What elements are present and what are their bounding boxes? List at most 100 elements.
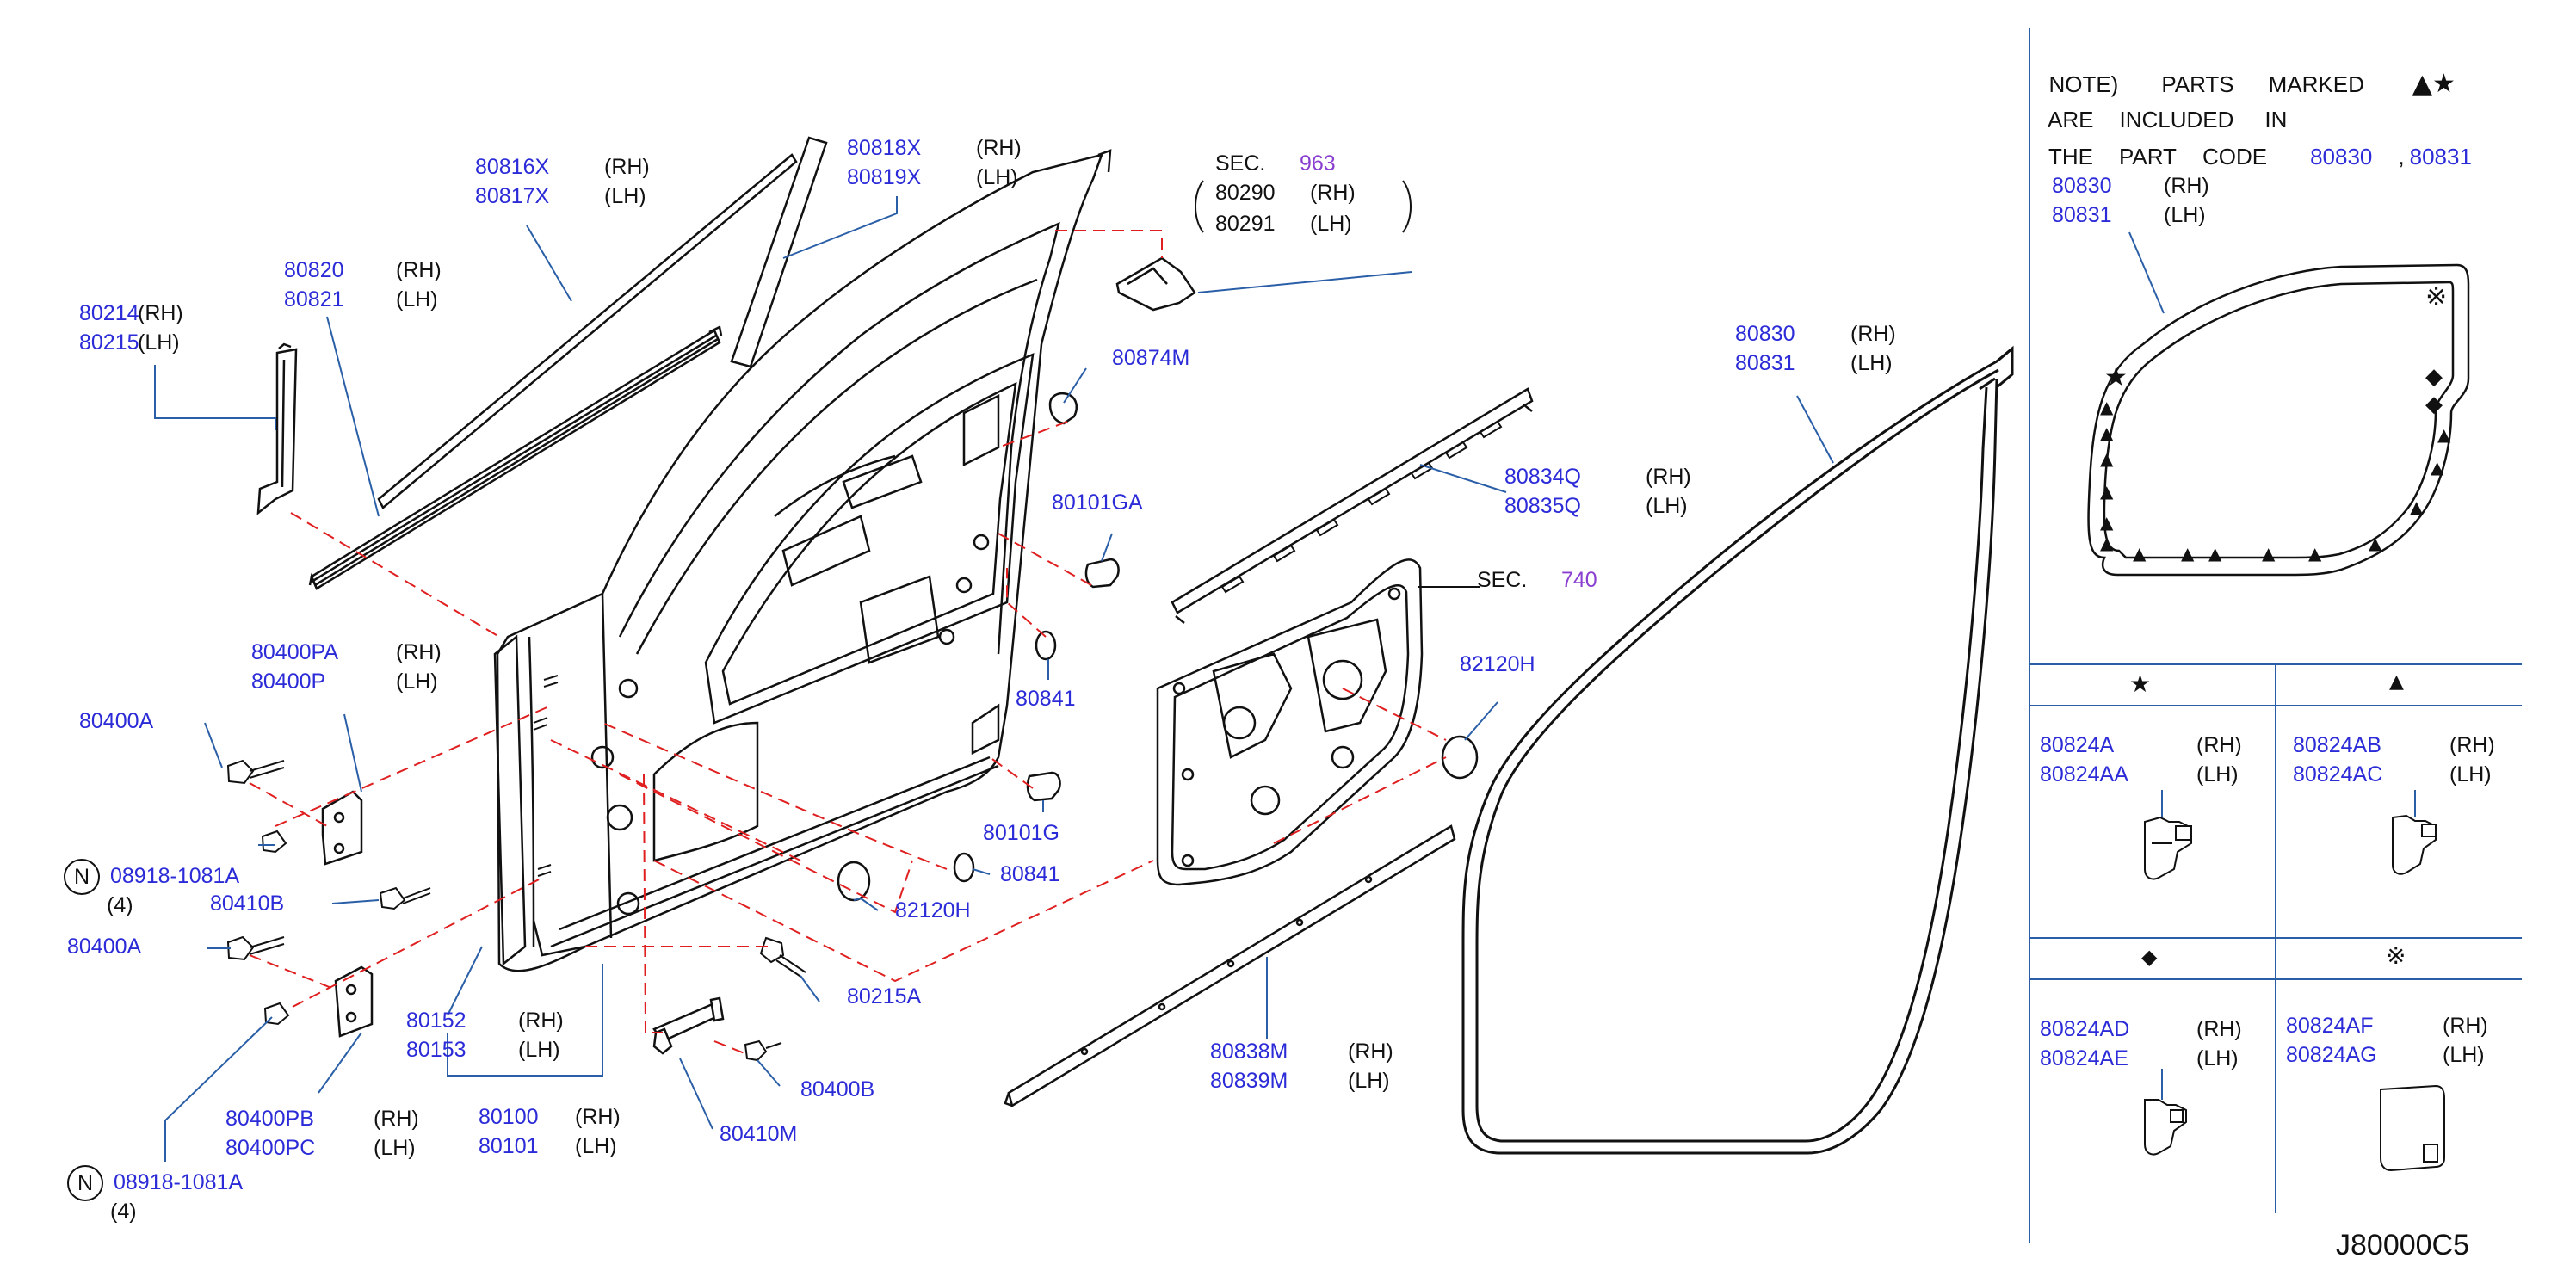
label-80824af: 80824AF(RH) xyxy=(2286,1012,2488,1040)
label-sec740: SEC.740 xyxy=(1477,566,1597,595)
part-number: 80215A xyxy=(847,984,922,1009)
note-word-part: PART xyxy=(2118,144,2177,170)
part-number: 80400PB xyxy=(225,1107,314,1131)
part-number: 80215 xyxy=(79,330,139,355)
side-suffix: (RH) xyxy=(2449,733,2495,757)
bolts xyxy=(226,759,806,1062)
side-suffix: (LH) xyxy=(396,287,438,312)
section-number: 740 xyxy=(1561,568,1597,592)
part-number: 80874M xyxy=(1112,346,1190,370)
clip-asterism xyxy=(2380,1084,2445,1172)
label-80824ab: 80824AB(RH) xyxy=(2293,731,2495,760)
part-number: 80824AE xyxy=(2040,1046,2128,1070)
side-suffix: (RH) xyxy=(1310,181,1356,205)
svg-text:◆: ◆ xyxy=(2425,364,2443,390)
side-suffix: (LH) xyxy=(2449,762,2492,787)
side-suffix: (RH) xyxy=(138,301,183,325)
belt-molding-inner xyxy=(1171,387,1534,624)
part-number: 80824AD xyxy=(2040,1017,2130,1041)
label-80821: 80821(LH) xyxy=(284,286,438,314)
svg-text:▲: ▲ xyxy=(2431,457,2444,478)
part-number: 80101 xyxy=(479,1134,539,1158)
part-number: 80153 xyxy=(406,1038,466,1062)
svg-text:▲: ▲ xyxy=(2308,543,2322,564)
sec-brace xyxy=(1195,180,1412,233)
label-80101g: 80101G xyxy=(983,819,1059,848)
svg-text:▲: ▲ xyxy=(2181,543,2195,564)
clip-star xyxy=(2144,816,2192,880)
note-word-included: INCLUDED xyxy=(2119,107,2234,133)
label-80817x: 80817X(LH) xyxy=(475,182,646,211)
dashed-leaders xyxy=(249,230,1447,1056)
svg-text:▲: ▲ xyxy=(2410,497,2424,517)
side-suffix: (RH) xyxy=(2196,1017,2242,1041)
diagram-code: J80000C5 xyxy=(2336,1229,2470,1262)
table-grid xyxy=(2029,28,2522,1243)
part-number: 80820 xyxy=(284,258,344,282)
side-suffix: (RH) xyxy=(374,1107,419,1131)
header-asterism-symbol: ※ xyxy=(2386,941,2406,970)
side-suffix: (RH) xyxy=(604,155,650,179)
svg-text:※: ※ xyxy=(2425,282,2447,312)
side-suffix: (LH) xyxy=(374,1136,416,1160)
label-sec963: SEC.963 xyxy=(1215,150,1336,178)
label-80152: 80152(RH) xyxy=(406,1007,564,1035)
clip-diamond xyxy=(2144,1099,2187,1156)
part-number: 80831 xyxy=(2052,203,2112,227)
part-number: 08918-1081A xyxy=(110,864,240,888)
note-word-code: CODE xyxy=(2202,144,2268,170)
label-80100: 80100(RH) xyxy=(479,1103,621,1132)
part-number: 80816X xyxy=(475,155,550,179)
part-number: 80817X xyxy=(475,184,550,208)
label-80215: 80215(LH) xyxy=(79,329,180,357)
part-number: (4) xyxy=(107,893,133,917)
label-80400aa: 80400A xyxy=(79,707,153,736)
part-number: 80831 xyxy=(1735,351,1795,375)
part-number: 80839M xyxy=(1210,1069,1288,1093)
label-80101: 80101(LH) xyxy=(479,1132,617,1161)
svg-text:▲: ▲ xyxy=(2100,397,2114,417)
header-star-symbol: ★ xyxy=(2129,669,2152,698)
side-suffix: (LH) xyxy=(1646,494,1688,518)
header-diamond-symbol: ◆ xyxy=(2141,945,2158,969)
note-word-the: THE xyxy=(2048,144,2093,170)
part-number: 80400P xyxy=(251,669,326,694)
note-word-note: NOTE) xyxy=(2048,71,2119,97)
part-number: 80290 xyxy=(1215,181,1276,205)
side-suffix: (LH) xyxy=(396,669,438,694)
part-number: 80838M xyxy=(1210,1039,1288,1064)
part-number: 80101G xyxy=(983,821,1059,845)
label-80400ab: 80400A xyxy=(67,933,141,961)
mirror-bracket xyxy=(1115,256,1196,312)
leader-lines xyxy=(154,196,1498,1162)
label-80824ad: 80824AD (RH) xyxy=(2040,1015,2242,1044)
part-number: 80830 xyxy=(1735,322,1795,346)
side-suffix: (LH) xyxy=(2196,1046,2239,1070)
part-number: 80214 xyxy=(79,301,139,325)
side-suffix: (RH) xyxy=(1348,1039,1393,1064)
n-circle-lower: N xyxy=(67,1165,103,1201)
part-number: 80400B xyxy=(800,1077,875,1101)
inset-weatherstrip xyxy=(2087,263,2470,577)
part-number: 80841 xyxy=(1000,862,1060,886)
side-suffix: (RH) xyxy=(1646,465,1691,489)
side-suffix: (LH) xyxy=(976,165,1018,189)
sash-channel xyxy=(256,342,298,515)
side-suffix: (LH) xyxy=(1348,1069,1390,1093)
side-suffix: (RH) xyxy=(2196,733,2242,757)
grommets xyxy=(837,392,1479,902)
svg-text:◆: ◆ xyxy=(2425,392,2443,417)
side-suffix: (RH) xyxy=(1850,322,1896,346)
part-number: 80400PA xyxy=(251,640,339,664)
label-80410b: 80410B xyxy=(210,890,284,918)
svg-text:★: ★ xyxy=(2104,362,2128,392)
note-marker-symbols: ▲★ xyxy=(2412,69,2456,99)
label-80830b: 80830 (RH) xyxy=(1735,320,1896,349)
side-suffix: (RH) xyxy=(2164,174,2209,198)
part-number: 80835Q xyxy=(1504,494,1581,518)
side-suffix: (RH) xyxy=(575,1105,621,1129)
label-80400b: 80400B xyxy=(800,1076,874,1104)
part-number: 80400A xyxy=(67,935,142,959)
note-word-parts: PARTS xyxy=(2161,71,2234,97)
label-80410m: 80410M xyxy=(720,1120,797,1149)
